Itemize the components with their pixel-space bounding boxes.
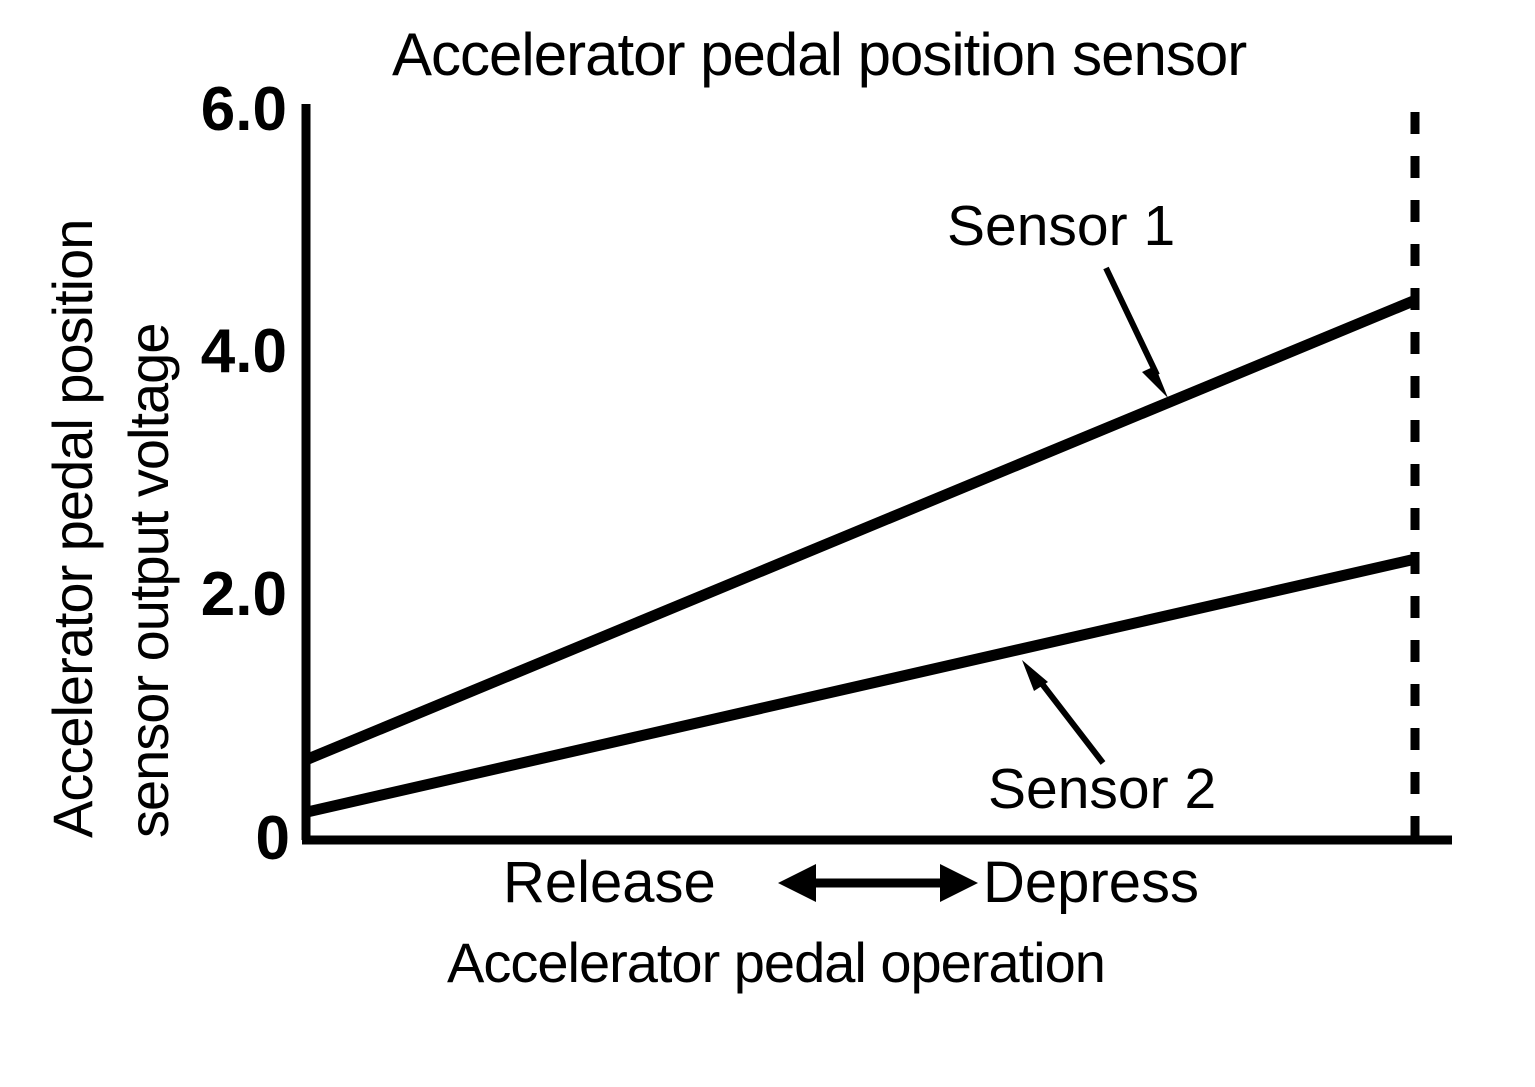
y-tick-label-6: 6.0 [201,75,287,144]
sensor-2-leader-line [1033,674,1106,765]
x-axis-title: Accelerator pedal operation [447,931,1105,994]
x-direction-label-release: Release [503,850,716,915]
sensor-2-label: Sensor 2 [988,757,1216,821]
y-tick-label-2: 2.0 [201,560,287,629]
sensor-1-arrowhead-icon [1142,366,1168,398]
x-direction-label-depress: Depress [983,850,1199,915]
series-line-sensor-2 [306,553,1417,818]
y-axis-title-line2: sensor output voltage [117,324,180,838]
sensor-2-arrowhead-icon [1022,660,1048,691]
y-tick-label-0: 0 [256,804,290,873]
sensor-1-label: Sensor 1 [947,194,1175,258]
sensor-1-leader-line [1103,266,1160,377]
arrow-left-icon [778,864,816,902]
series-line-sensor-1 [305,295,1418,765]
y-tick-label-4: 4.0 [201,317,287,386]
y-axis-title-line1: Accelerator pedal position [41,220,104,838]
chart-title: Accelerator pedal position sensor [392,21,1246,88]
arrow-right-icon [940,864,978,902]
